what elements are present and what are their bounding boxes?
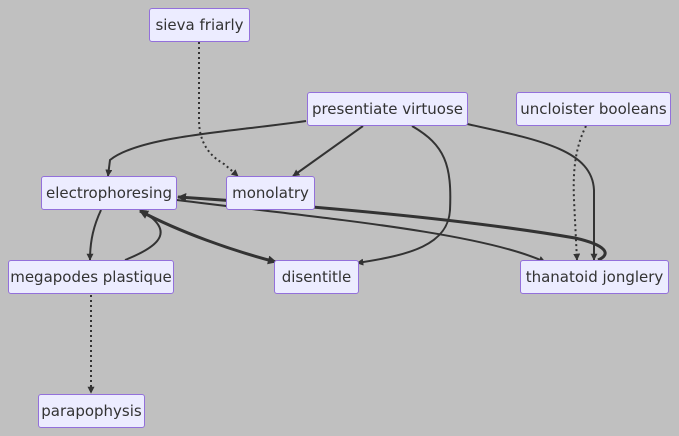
edge-presentiate-to-disentitle (356, 125, 452, 266)
node-electrophoresing[interactable]: electrophoresing (41, 176, 177, 210)
edge-presentiate-to-electrophoresing (105, 120, 307, 177)
node-disentitle[interactable]: disentitle (274, 260, 359, 294)
edge-electrophoresing-to-megapodes (86, 209, 102, 261)
edge-sieva-to-monolatry (198, 42, 239, 177)
node-presentiate-virtuose[interactable]: presentiate virtuose (307, 92, 468, 126)
node-monolatry[interactable]: monolatry (226, 176, 315, 210)
edge-uncloister-to-thanatoid (572, 125, 587, 261)
node-uncloister-booleans[interactable]: uncloister booleans (516, 92, 671, 126)
edge-presentiate-to-thanatoid (466, 123, 598, 261)
edge-presentiate-to-monolatry (292, 125, 364, 177)
edge-electrophoresing-to-disentitle (139, 209, 277, 265)
node-parapophysis[interactable]: parapophysis (38, 394, 145, 428)
node-thanatoid-jonglery[interactable]: thanatoid jonglery (520, 260, 669, 294)
node-megapodes-plastique[interactable]: megapodes plastique (8, 260, 174, 294)
node-sieva-friarly[interactable]: sieva friarly (149, 8, 250, 42)
